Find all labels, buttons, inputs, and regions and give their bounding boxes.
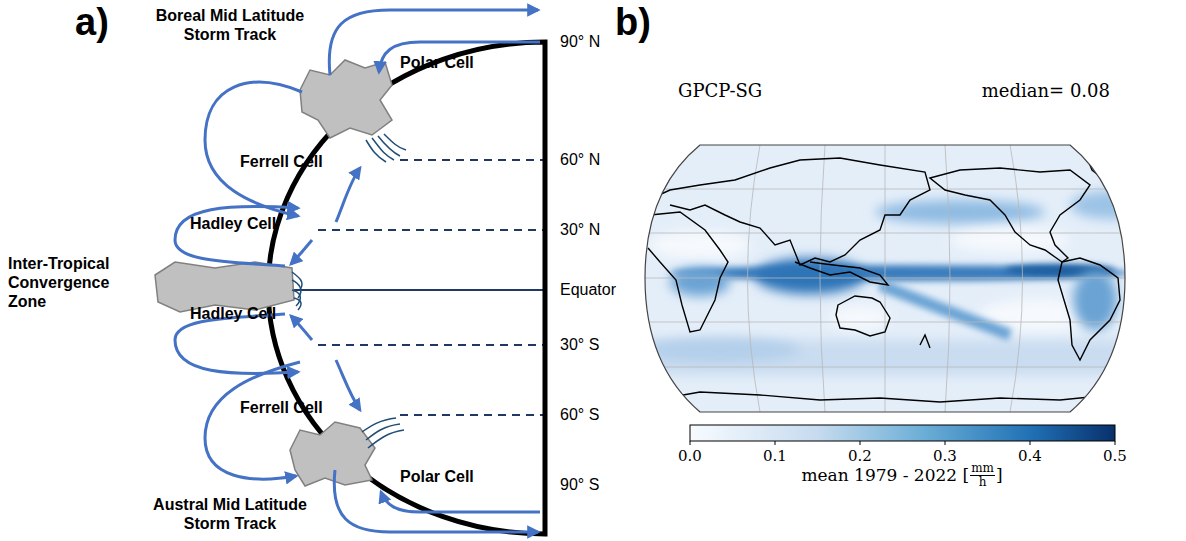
colorbar-tick: 0.1 — [763, 447, 787, 465]
colorbar-tick: 0.4 — [1018, 447, 1042, 465]
axis-title-bracket: ] — [996, 465, 1003, 485]
cell-label: Hadley Cell — [190, 304, 276, 323]
circulation-arrows — [175, 10, 540, 532]
cell-label: Ferrell Cell — [240, 398, 323, 417]
colorbar-tick: 0.3 — [933, 447, 957, 465]
latitude-label: 90° S — [560, 475, 599, 494]
unit-denominator: h — [979, 476, 987, 489]
earth-hemisphere — [268, 42, 545, 534]
panel-letter: b) — [615, 0, 651, 46]
region-label: Boreal Mid Latitude Storm Track — [140, 6, 320, 44]
latitude-lines — [292, 160, 545, 415]
precipitation-map — [640, 140, 1150, 420]
unit-fraction: mmh — [970, 462, 995, 489]
latitude-label: Equator — [560, 280, 616, 299]
latitude-label: 30° S — [560, 335, 599, 354]
cell-label: Ferrell Cell — [240, 152, 323, 171]
unit-numerator: mm — [970, 462, 995, 476]
colorbar-tick: 0.2 — [848, 447, 872, 465]
panel-letter: a) — [75, 0, 109, 46]
map-statistic: median= 0.08 — [982, 80, 1110, 102]
map-title: GPCP-SG — [678, 80, 762, 102]
cell-label: Hadley Cell — [190, 214, 276, 233]
latitude-label: 30° N — [560, 220, 600, 239]
latitude-label: 90° N — [560, 32, 600, 51]
storm-clouds — [155, 60, 392, 486]
colorbar-tick: 0.5 — [1103, 447, 1127, 465]
colorbar-title: mean 1979 - 2022 [mmh] — [801, 462, 1002, 489]
latitude-label: 60° N — [560, 150, 600, 169]
region-label: Austral Mid Latitude Storm Track — [140, 495, 320, 533]
colorbar-tick: 0.0 — [678, 447, 702, 465]
axis-title: mean 1979 - 2022 [ — [801, 465, 969, 485]
cell-label: Polar Cell — [400, 467, 474, 486]
latitude-label: 60° S — [560, 405, 599, 424]
colorbar — [690, 425, 1115, 445]
region-label: Inter-Tropical Convergence Zone — [8, 254, 136, 312]
cell-label: Polar Cell — [400, 53, 474, 72]
